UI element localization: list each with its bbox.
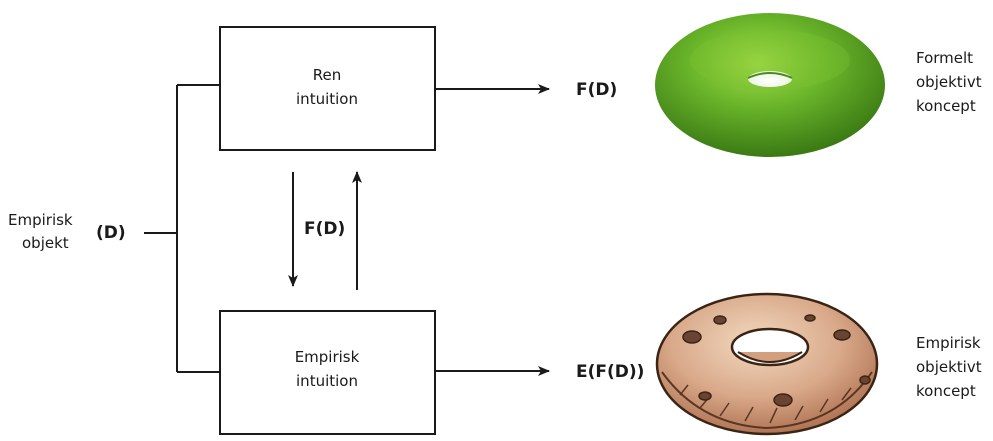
empirical-intuition-box — [219, 310, 436, 435]
input-symbol: (D) — [96, 223, 126, 243]
pure-intuition-label-line2: intuition — [296, 90, 358, 108]
bottom-concept-line1: Empirisk — [916, 334, 981, 352]
input-label-line1: Empirisk — [8, 211, 73, 229]
bottom-concept-line3: koncept — [916, 382, 976, 400]
pure-intuition-label-line1: Ren — [313, 66, 341, 84]
output-fd-label: F(D) — [576, 80, 617, 100]
empirical-intuition-label-line1: Empirisk — [295, 348, 360, 366]
output-efd-label: E(F(D)) — [576, 362, 644, 382]
input-label-line2: objekt — [22, 234, 69, 252]
sketched-doughnut-image — [655, 292, 879, 436]
top-concept-line1: Formelt — [916, 49, 973, 67]
pure-intuition-box — [219, 26, 436, 151]
top-concept-line3: koncept — [916, 97, 976, 115]
top-concept-line2: objektivt — [916, 73, 982, 91]
bottom-concept-line2: objektivt — [916, 358, 982, 376]
green-torus-image — [655, 13, 885, 157]
input-connector — [144, 84, 220, 373]
middle-label: F(D) — [304, 219, 345, 239]
empirical-intuition-label-line2: intuition — [296, 372, 358, 390]
